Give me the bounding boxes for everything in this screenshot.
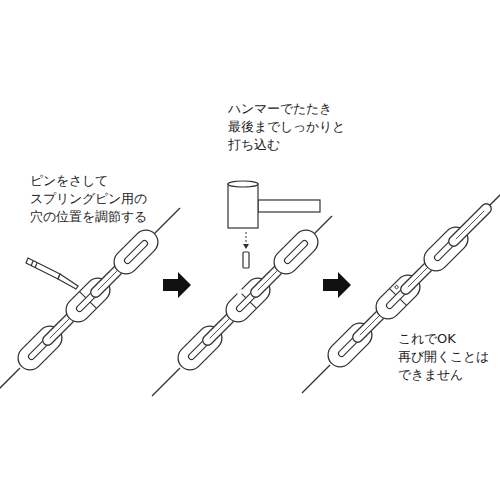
link-edge <box>447 202 494 249</box>
chain-link <box>447 202 494 249</box>
connector-split <box>80 292 86 298</box>
hammer-head <box>228 184 258 228</box>
chain <box>0 208 180 396</box>
hammer <box>228 181 320 228</box>
hammer-face <box>228 181 258 187</box>
strike-line <box>246 232 247 245</box>
pin-hole <box>394 285 399 290</box>
step-arrow <box>323 272 351 298</box>
strike-arrowhead <box>243 244 249 249</box>
tool-tip <box>58 274 78 289</box>
tool-shaft <box>26 258 60 279</box>
link-edge-line <box>456 211 484 239</box>
chain-tail <box>152 368 180 396</box>
pin-tool <box>26 258 78 289</box>
link-outer <box>269 225 323 279</box>
link-inner <box>123 239 148 264</box>
connector-split <box>250 302 256 308</box>
chain-link <box>269 225 323 279</box>
connector-split <box>400 299 406 305</box>
step-arrow <box>163 272 191 298</box>
connector-split <box>390 289 396 295</box>
tool-mark <box>31 261 33 266</box>
chain <box>302 187 500 393</box>
chain-tail <box>0 368 20 396</box>
chain-tail <box>154 208 180 234</box>
link-outer <box>109 225 163 279</box>
connector-gap <box>237 289 244 296</box>
chain-link <box>109 225 163 279</box>
instruction-note: ピンをさして スプリングピン用の 穴の位置を調節する <box>30 172 155 226</box>
instruction-note: これでOK 再び開くことは できません <box>398 330 492 384</box>
connector-split <box>90 302 96 308</box>
link-inner <box>283 239 308 264</box>
chain-tail <box>314 216 332 234</box>
tool-mark <box>35 263 37 268</box>
chain <box>152 216 332 396</box>
instruction-note: ハンマーでたたき 最後までしっかりと 打ち込む <box>228 100 353 154</box>
hammer-handle <box>258 200 320 212</box>
chain-tail <box>488 187 500 207</box>
chain-tail <box>302 365 330 393</box>
spring-pin <box>243 252 249 268</box>
